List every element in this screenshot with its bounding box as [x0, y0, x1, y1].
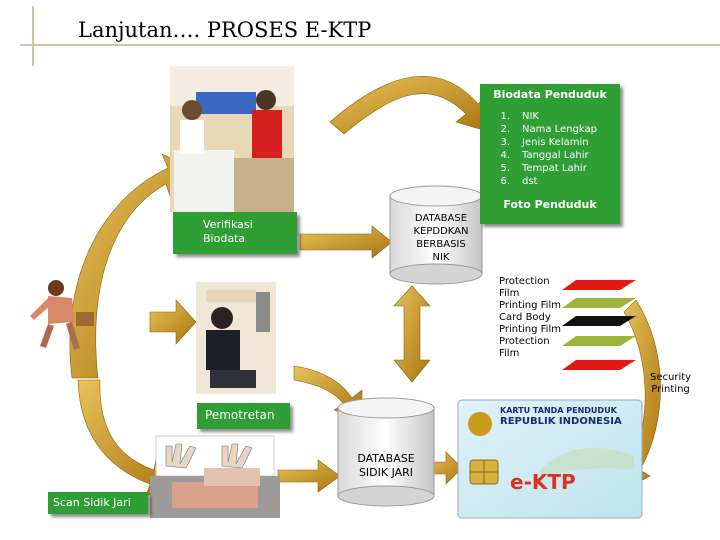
title-rule-vertical [32, 6, 34, 66]
ektp-card [457, 399, 643, 519]
arrow-verif-to-db [299, 225, 393, 259]
arrow-db2-to-card [429, 451, 463, 485]
biodata-item: 2.Nama Lengkap [500, 124, 597, 135]
fingerprint-scan-photo [150, 435, 280, 518]
biodata-box: Biodata Penduduk 1.NIK 2.Nama Lengkap 3.… [480, 84, 620, 224]
card-header-1: KARTU TANDA PENDUDUK [500, 406, 617, 415]
biodata-item: 5.Tempat Lahir [500, 163, 587, 174]
biodata-item: 6.dst [500, 176, 538, 187]
database-fingerprint-cylinder [337, 397, 435, 507]
database-fingerprint-label: DATABASE SIDIK JARI [357, 452, 415, 479]
photo-pemotretan [196, 282, 276, 394]
verification-box: Verifikasi Biodata [173, 212, 297, 254]
biodata-item: 4.Tanggal Lahir [500, 150, 589, 161]
card-layers-label: Protection Film Printing Film Card Body … [499, 276, 561, 359]
card-layer-stripes [562, 280, 636, 370]
arrow-person-to-photo [149, 299, 197, 345]
ektp-label: e-KTP [510, 470, 576, 494]
database-nik-cylinder [389, 185, 483, 285]
walking-person-figure [30, 280, 94, 350]
title-rule-horizontal [20, 44, 720, 46]
photo-label: Foto Penduduk [503, 198, 597, 211]
arrow-scan-to-db2 [277, 459, 341, 493]
biodata-item: 3.Jenis Kelamin [500, 137, 589, 148]
page-title: Lanjutan…. PROSES E-KTP [78, 18, 372, 42]
biodata-title: Biodata Penduduk [493, 88, 607, 101]
database-nik-label: DATABASE KEPDDKAN BERBASIS NIK [413, 213, 469, 263]
biodata-item: 1.NIK [500, 111, 539, 122]
security-printing-label: Security Printing [650, 372, 692, 395]
biodata-list: 1.NIK 2.Nama Lengkap 3.Jenis Kelamin 4.T… [490, 110, 597, 188]
scan-fingerprint-box: Scan Sidik Jari [48, 492, 148, 514]
card-header-2: REPUBLIK INDONESIA [500, 416, 622, 427]
arrow-vertical-double [393, 285, 431, 383]
pemotretan-box: Pemotretan [197, 403, 290, 429]
arrow-curve-top-right [329, 75, 491, 135]
photo-verification [170, 66, 294, 212]
